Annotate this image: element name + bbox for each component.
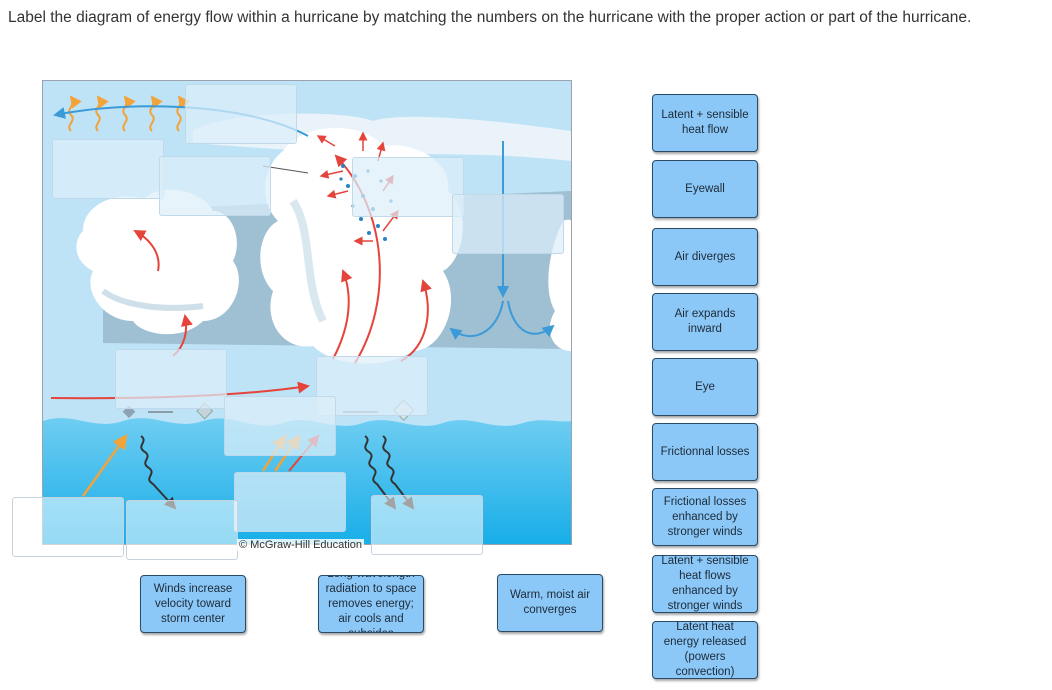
- label-tile-long-wavelength-radiation[interactable]: Long-wavelength radiation to space remov…: [318, 575, 424, 633]
- question-prompt: Label the diagram of energy flow within …: [8, 9, 972, 26]
- label-tile-eye[interactable]: Eye: [652, 358, 758, 416]
- label-tile-eyewall[interactable]: Eyewall: [652, 160, 758, 218]
- drop-zone-3[interactable]: [159, 156, 271, 216]
- drop-zone-4[interactable]: [352, 157, 464, 217]
- label-tile-latent-sensible-heat-flow[interactable]: Latent + sensible heat flow: [652, 94, 758, 152]
- drop-zone-9[interactable]: [234, 472, 346, 532]
- copyright-credit: © McGraw-Hill Education: [237, 539, 365, 551]
- label-tile-latent-heat-released[interactable]: Latent heat energy released (powers conv…: [652, 621, 758, 679]
- drop-zone-10[interactable]: [12, 497, 124, 557]
- drop-zone-2[interactable]: [52, 139, 164, 199]
- drop-zone-1[interactable]: [185, 84, 297, 144]
- drop-zone-12[interactable]: [371, 495, 483, 555]
- label-tile-frictional-losses-enhanced[interactable]: Frictional losses enhanced by stronger w…: [652, 488, 758, 546]
- drop-zone-6[interactable]: [115, 349, 227, 409]
- label-tile-frictional-losses[interactable]: Frictionnal losses: [652, 423, 758, 481]
- heat-flow-arrows: [68, 95, 190, 132]
- label-tile-air-expands-inward[interactable]: Air expands inward: [652, 293, 758, 351]
- drop-zone-5[interactable]: [452, 194, 564, 254]
- label-tile-warm-moist-air[interactable]: Warm, moist air converges: [497, 574, 603, 632]
- drop-zone-11[interactable]: [126, 500, 238, 560]
- label-tile-winds-increase[interactable]: Winds increase velocity toward storm cen…: [140, 575, 246, 633]
- label-tile-heat-flows-enhanced[interactable]: Latent + sensible heat flows enhanced by…: [652, 555, 758, 613]
- drop-zone-8[interactable]: [224, 396, 336, 456]
- label-tile-air-diverges[interactable]: Air diverges: [652, 228, 758, 286]
